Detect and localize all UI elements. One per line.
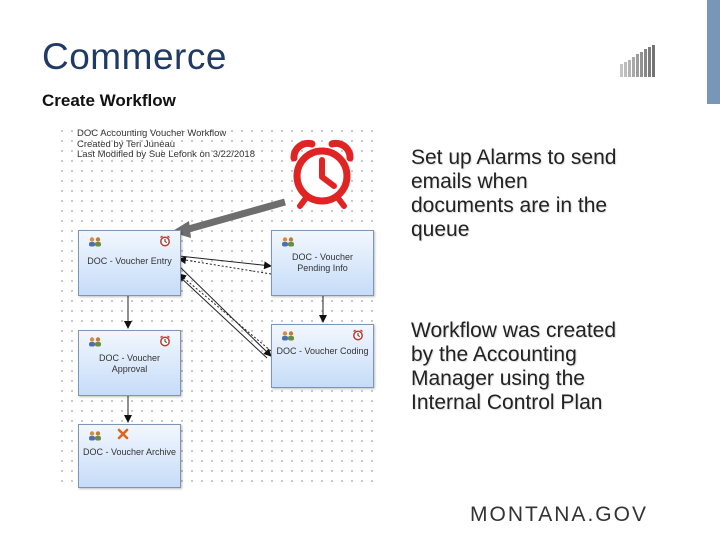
alarm-clock-icon <box>160 235 170 247</box>
node-archive: DOC - Voucher Archive <box>78 424 181 488</box>
connector <box>178 265 272 357</box>
diagram-header-line: Last Modified by Sue Lefonk on 3/22/2018 <box>77 149 255 160</box>
connector <box>178 256 272 275</box>
node-label: DOC - Voucher <box>291 252 354 262</box>
pointer-arrow <box>184 198 286 234</box>
people-icon <box>282 331 294 341</box>
people-icon <box>89 337 101 347</box>
accent-bar <box>707 0 720 104</box>
people-icon <box>89 237 101 247</box>
connector <box>178 273 272 352</box>
diagram-header: DOC Accounting Voucher Workflow Created … <box>77 128 255 161</box>
node-pending-info: DOC - Voucher Pending Info <box>271 230 374 296</box>
node-label: Pending Info <box>297 263 348 273</box>
node-label: DOC - Voucher Entry <box>87 256 172 266</box>
node-coding: DOC - Voucher Coding <box>271 324 374 388</box>
bullet-text: Set up Alarms to send emails when docume… <box>411 146 617 241</box>
signal-bars-logo-icon <box>620 45 655 77</box>
slide-title: Commerce <box>42 36 227 77</box>
bullet-text: Workflow was created by the Accounting M… <box>411 319 617 414</box>
diagram-header-line: DOC Accounting Voucher Workflow <box>77 128 227 139</box>
pointer-arrow-head <box>171 221 191 238</box>
people-icon <box>89 431 101 441</box>
connector <box>178 255 272 270</box>
people-icon <box>282 237 294 247</box>
node-voucher-entry: DOC - Voucher Entry <box>78 230 181 296</box>
footer-brand: MONTANA.GOV <box>470 503 648 526</box>
connector <box>178 275 268 359</box>
delete-x-icon <box>117 428 129 440</box>
node-label: DOC - Voucher <box>98 353 161 363</box>
node-label: DOC - Voucher Archive <box>82 447 177 457</box>
alarm-clock-icon <box>160 335 170 347</box>
alarm-clock-icon <box>290 139 354 209</box>
node-label: Approval <box>111 364 148 374</box>
diagram-connectors <box>124 198 327 423</box>
alarm-clock-icon <box>353 329 363 341</box>
node-approval: DOC - Voucher Approval <box>78 330 181 396</box>
node-label: DOC - Voucher Coding <box>276 346 369 356</box>
slide-subtitle: Create Workflow <box>42 91 176 110</box>
diagram-header-line: Created by Teri Juneau <box>77 138 176 150</box>
